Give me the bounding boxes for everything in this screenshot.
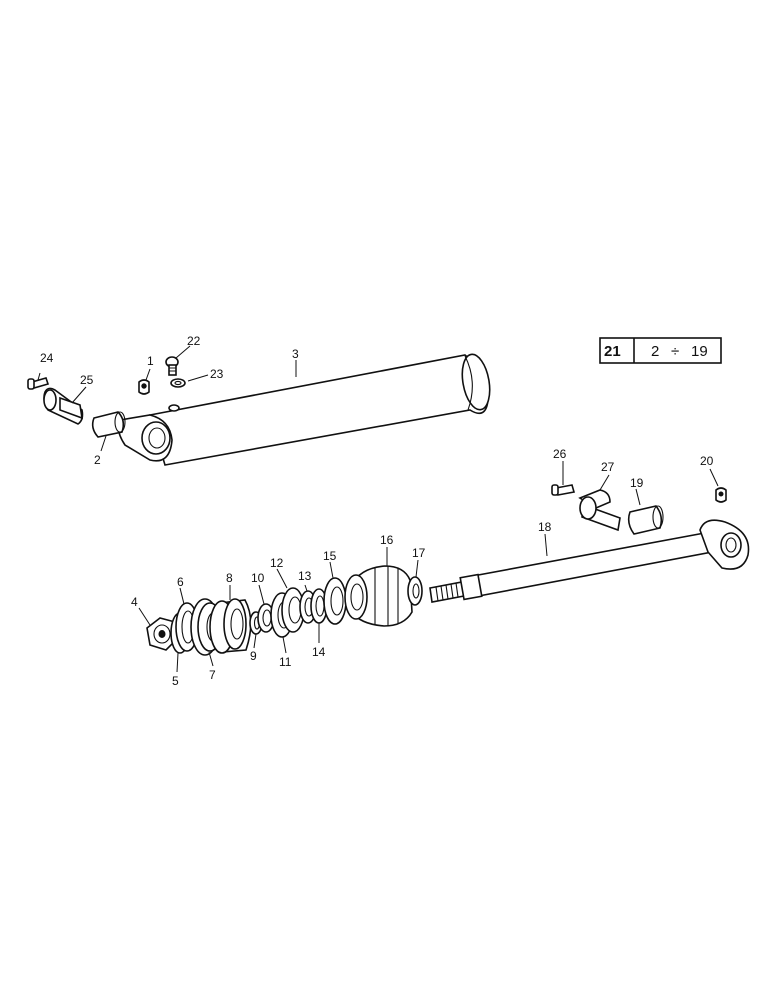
label-7: 7 bbox=[209, 668, 216, 682]
part-labels: 24 25 2 1 22 23 3 4 5 6 7 8 9 10 11 12 1… bbox=[40, 334, 714, 688]
grease-fitting-1 bbox=[138, 379, 150, 395]
label-3: 3 bbox=[292, 347, 299, 361]
kit-range-separator: ÷ bbox=[671, 343, 679, 360]
piston-8 bbox=[209, 598, 252, 654]
label-25: 25 bbox=[80, 373, 94, 387]
label-24: 24 bbox=[40, 351, 54, 365]
label-8: 8 bbox=[226, 571, 233, 585]
label-19: 19 bbox=[630, 476, 644, 490]
bolt-26 bbox=[551, 484, 576, 496]
label-23: 23 bbox=[210, 367, 224, 381]
label-5: 5 bbox=[172, 674, 179, 688]
ring-15 bbox=[323, 577, 347, 625]
pin-25 bbox=[43, 387, 84, 425]
kit-range-from: 2 bbox=[651, 343, 659, 360]
label-27: 27 bbox=[601, 460, 615, 474]
label-17: 17 bbox=[412, 546, 426, 560]
label-13: 13 bbox=[298, 569, 312, 583]
label-6: 6 bbox=[177, 575, 184, 589]
washer-23 bbox=[170, 378, 186, 388]
piston-rod bbox=[429, 519, 750, 603]
label-15: 15 bbox=[323, 549, 337, 563]
bolt-24 bbox=[27, 377, 50, 390]
gland-head-16 bbox=[344, 565, 413, 627]
cylinder-barrel bbox=[117, 353, 491, 466]
bushing-2 bbox=[91, 411, 126, 438]
label-1: 1 bbox=[147, 354, 154, 368]
kit-reference-box: 21 2 ÷ 19 bbox=[599, 337, 722, 364]
label-18: 18 bbox=[538, 520, 552, 534]
label-10: 10 bbox=[251, 571, 265, 585]
label-14: 14 bbox=[312, 645, 326, 659]
kit-range-to: 19 bbox=[691, 343, 708, 360]
leader-lines bbox=[37, 345, 719, 673]
label-20: 20 bbox=[700, 454, 714, 468]
label-26: 26 bbox=[553, 447, 567, 461]
kit-number: 21 bbox=[604, 343, 621, 360]
bushing-19 bbox=[627, 505, 664, 535]
label-4: 4 bbox=[131, 595, 138, 609]
label-16: 16 bbox=[380, 533, 394, 547]
grease-fitting-20 bbox=[715, 487, 727, 503]
pin-27 bbox=[578, 489, 621, 532]
wiper-17 bbox=[407, 576, 423, 606]
plug-22 bbox=[165, 356, 179, 376]
label-2: 2 bbox=[94, 453, 101, 467]
label-11: 11 bbox=[279, 655, 292, 669]
label-9: 9 bbox=[250, 649, 257, 663]
label-22: 22 bbox=[187, 334, 201, 348]
label-12: 12 bbox=[270, 556, 284, 570]
